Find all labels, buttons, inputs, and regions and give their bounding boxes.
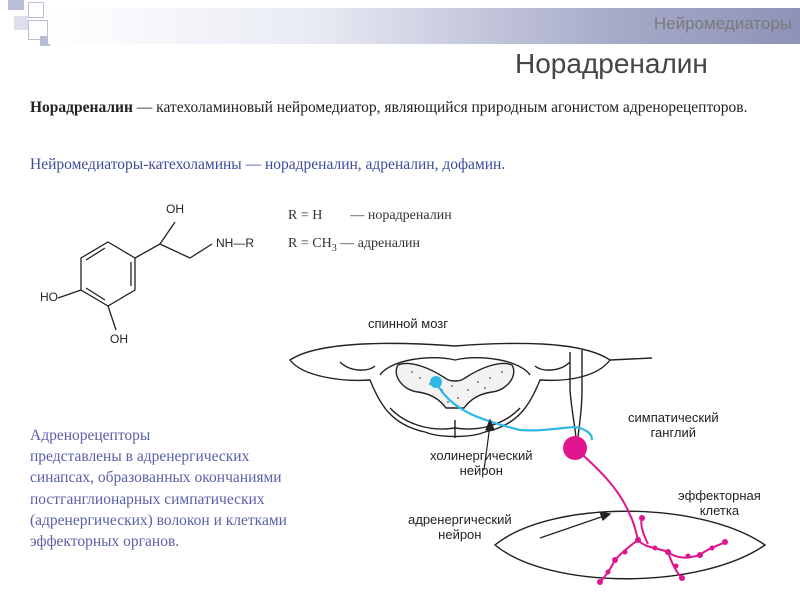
definition-term: Норадреналин [30, 99, 133, 116]
r-group-2: R = CH [288, 236, 332, 251]
ganglion-label: симпатический ганглий [628, 410, 719, 440]
ganglion-label-line-2: ганглий [650, 425, 697, 440]
receptors-line: постганглионарных симпатических [30, 490, 265, 508]
receptors-text: Адренорецепторы представлены в адренерги… [30, 425, 375, 552]
slide-title: Норадреналин [515, 48, 708, 79]
effector-label-line-1: эффекторная [678, 488, 761, 503]
r-group-1-name: — норадреналин [350, 208, 452, 223]
effector-cell-label: эффекторная клетка [678, 488, 761, 518]
r-group-line-2: R = CH3 — адреналин [288, 236, 420, 254]
ho-left-label: HO [40, 290, 58, 304]
corner-square-4 [28, 20, 48, 40]
oh-bottom-label: OH [110, 332, 128, 346]
adrenergic-label-line-2: нейрон [438, 527, 482, 542]
corner-square-1 [8, 0, 24, 10]
corner-square-3 [14, 16, 28, 30]
cholinergic-label-line-2: нейрон [459, 463, 503, 478]
spinal-cord-label: спинной мозг [368, 316, 448, 331]
oh-top-label: OH [166, 202, 184, 216]
definition-paragraph: Норадреналин — катехоламиновый нейромеди… [30, 98, 775, 118]
title-bar [48, 8, 800, 44]
r-group-1: R = H [288, 208, 323, 223]
adrenergic-label-line-1: адренергический [408, 512, 512, 527]
receptors-line: синапсах, образованных окончаниями [30, 469, 282, 487]
r-group-2-name: — адреналин [336, 236, 421, 251]
receptors-line: Адренорецепторы [30, 427, 151, 444]
receptors-line: представлены в адренергических [30, 448, 250, 466]
noradrenaline-structure [57, 221, 213, 331]
corner-square-2 [28, 2, 44, 18]
adrenergic-neuron-label: адренергический нейрон [408, 512, 512, 542]
receptors-line: эффекторных органов. [30, 533, 180, 551]
sympathetic-pathway-diagram [288, 342, 767, 585]
catecholamines-line: Нейромедиаторы-катехоламины — норадренал… [30, 156, 506, 173]
corner-square-5 [40, 36, 50, 46]
r-group-2-subscript: 3 [331, 242, 337, 254]
section-title: Нейромедиаторы [653, 14, 792, 33]
nh-r-label: NH—R [216, 236, 254, 250]
cholinergic-label-line-1: холинергический [430, 448, 533, 463]
effector-label-line-2: клетка [699, 503, 740, 518]
ganglion-label-line-1: симпатический [628, 410, 719, 425]
cholinergic-neuron-label: холинергический нейрон [430, 448, 533, 478]
r-group-line-1: R = H — норадреналин [288, 208, 452, 224]
definition-text: — катехоламиновый нейромедиатор, являющи… [132, 99, 748, 116]
receptors-line: (адренергических) волокон и клетками [30, 511, 287, 529]
